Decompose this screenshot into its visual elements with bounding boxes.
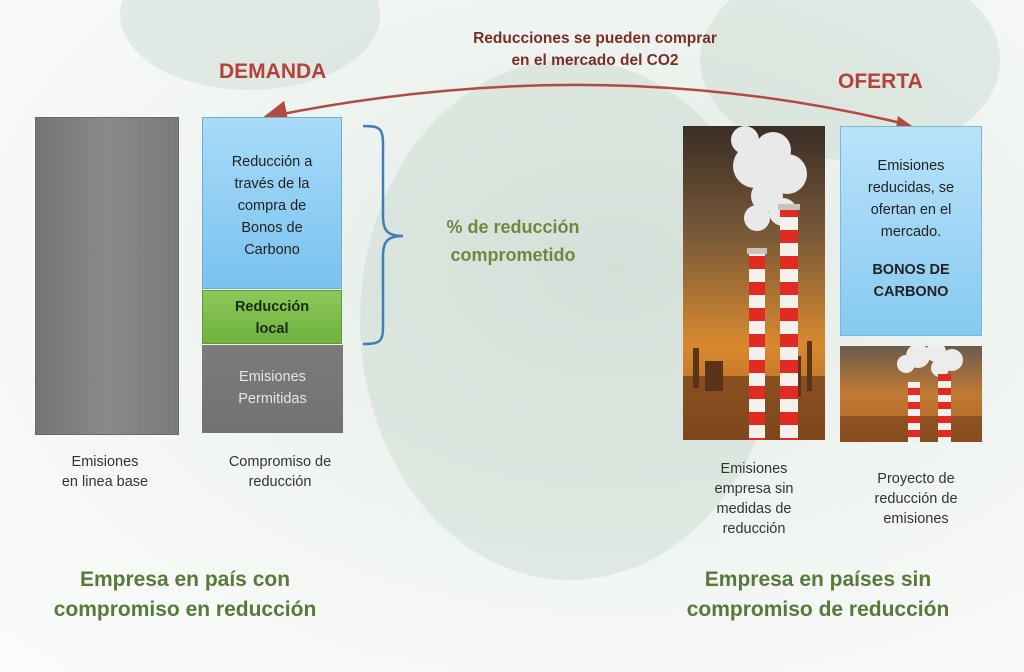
title-line: compromiso de reducción <box>686 598 950 621</box>
caption-line: reducción <box>722 521 786 537</box>
offer-text-line: mercado. <box>880 224 942 240</box>
caption-line: reducción de <box>874 491 958 507</box>
allowed-emissions-bar: Emisiones Permitidas <box>202 345 343 433</box>
offer-text-line: ofertan en el <box>870 202 952 218</box>
caption-line: reducción <box>248 474 312 490</box>
project-caption: Proyecto de reducción de emisiones <box>838 469 994 529</box>
right-company-title: Empresa en países sin compromiso de redu… <box>648 565 988 625</box>
commitment-caption: Compromiso de reducción <box>200 452 360 492</box>
caption-line: en linea base <box>61 474 149 490</box>
caption-line: Emisiones <box>71 454 139 470</box>
baseline-caption: Emisiones en linea base <box>30 452 180 492</box>
bar-text-line: compra de <box>237 198 307 214</box>
market-arrow-caption-line: en el mercado del CO2 <box>511 52 679 69</box>
bar-text-line: Carbono <box>244 242 300 258</box>
market-arrow-path <box>262 83 906 126</box>
title-line: compromiso en reducción <box>53 598 317 621</box>
caption-line: medidas de <box>716 501 792 517</box>
project-chimneys-image <box>840 346 982 442</box>
factory-chimneys-image <box>683 126 825 440</box>
caption-line: Proyecto de <box>877 471 955 487</box>
caption-line: Compromiso de <box>228 454 332 470</box>
pct-line: comprometido <box>450 245 576 265</box>
bar-text-line: Reducción a <box>231 154 313 170</box>
bar-text-line: Bonos de <box>241 220 303 236</box>
bar-text-line: través de la <box>234 176 310 192</box>
bar-text-line: Emisiones <box>239 369 306 385</box>
market-arrow-caption: Reducciones se pueden comprar en el merc… <box>420 28 770 72</box>
offer-text-line: reducidas, se <box>867 180 955 196</box>
committed-reduction-label: % de reducción comprometido <box>418 213 608 269</box>
market-arrow-caption-line: Reducciones se pueden comprar <box>473 30 717 47</box>
caption-line: Emisiones <box>720 461 788 477</box>
pct-line: % de reducción <box>446 217 580 237</box>
offer-bold-line: BONOS DE <box>872 262 950 278</box>
market-arrow-head-start <box>896 116 912 128</box>
bar-text-line: Permitidas <box>238 391 307 407</box>
bar-text-line: local <box>255 321 289 337</box>
offer-label: OFERTA <box>838 70 923 93</box>
carbon-bonds-reduction-bar: Reducción a través de la compra de Bonos… <box>202 117 342 289</box>
no-measures-caption: Emisiones empresa sin medidas de reducci… <box>676 459 832 539</box>
offer-text-line: Emisiones <box>877 158 945 174</box>
local-reduction-bar: Reducción local <box>202 290 342 344</box>
title-line: Empresa en país con <box>79 568 291 591</box>
title-line: Empresa en países sin <box>704 568 932 591</box>
reduction-brace-icon <box>362 124 404 346</box>
left-company-title: Empresa en país con compromiso en reducc… <box>20 565 350 625</box>
demand-label: DEMANDA <box>219 60 327 83</box>
caption-line: empresa sin <box>714 481 794 497</box>
offer-box: Emisiones reducidas, se ofertan en el me… <box>840 126 982 336</box>
baseline-emissions-bar <box>35 117 179 435</box>
offer-bold-line: CARBONO <box>873 284 949 300</box>
caption-line: emisiones <box>883 511 949 527</box>
bar-text-line: Reducción <box>234 299 310 315</box>
